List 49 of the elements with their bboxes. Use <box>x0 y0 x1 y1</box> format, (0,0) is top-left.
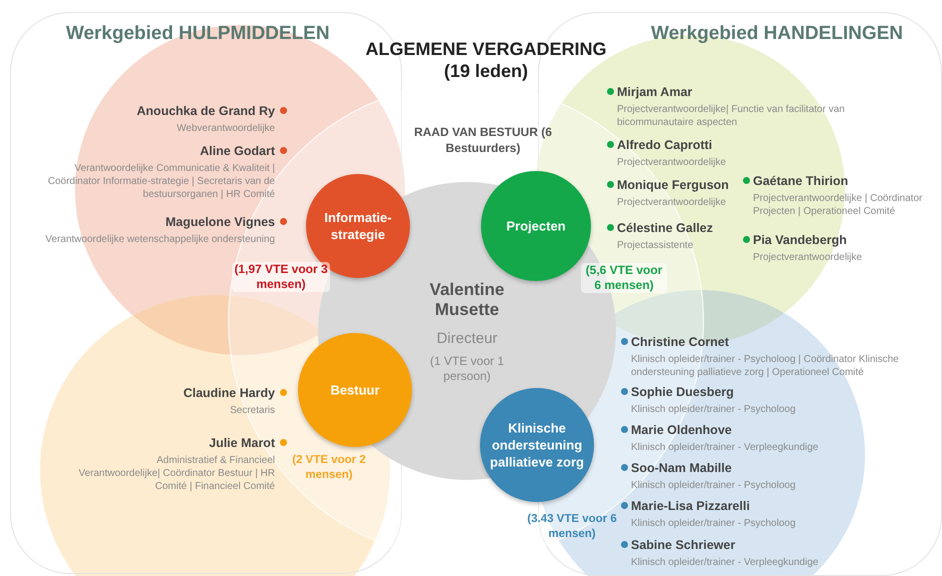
person-name: Maguelone Vignes <box>165 215 275 229</box>
person-name: Marie-Lisa Pizzarelli <box>631 499 750 513</box>
fte-note: (2 VTE voor 2 mensen) <box>292 453 366 483</box>
fte-note: (1 VTE voor 1 persoon) <box>428 354 506 384</box>
fte-note: (3.43 VTE voor 6 mensen) <box>526 512 618 542</box>
person-name: Sabine Schriewer <box>631 538 736 552</box>
person-name: Soo-Nam Mabille <box>631 461 732 475</box>
person-name: Claudine Hardy <box>183 386 275 400</box>
panel-heading: Werkgebied HULPMIDDELEN <box>66 23 330 45</box>
panel-heading: Werkgebied HANDELINGEN <box>651 23 903 45</box>
department-name: Klinische ondersteuning palliatieve zorg <box>489 420 585 470</box>
director-name: Valentine Musette <box>428 280 506 320</box>
job-title: Verantwoordelijke Communicatie & Kwaliteit | Coördinator Informatie-strategie | Secretaris van de bestuursorganen | HR Comité <box>46 162 275 201</box>
job-title: Projectverantwoordelijke| Functie van facilitator van bicommunautaire aspecten <box>617 103 846 129</box>
job-title: Klinisch opleider/trainer - Verpleegkundige <box>631 441 820 454</box>
person-name: Mirjam Amar <box>617 85 692 99</box>
job-title: Webverantwoordelijke <box>176 122 275 135</box>
job-title: Projectverantwoordelijke <box>617 156 727 169</box>
person-name: Pia Vandebergh <box>753 233 847 247</box>
job-title: Klinisch opleider/trainer - Psycholoog <box>631 479 797 492</box>
job-title: Klinisch opleider/trainer - Verpleegkundige <box>631 556 820 569</box>
job-title: Projectverantwoordelijke <box>753 251 863 264</box>
job-title: Projectverantwoordelijke | Coördinator Projecten | Operationeel Comité <box>753 192 924 218</box>
fte-note: (1,97 VTE voor 3 mensen) <box>232 262 330 292</box>
job-title: Klinisch opleider/trainer - Psycholoog | Coördinator Klinische ondersteuning palliatieve zorg | Operationeel Comité <box>631 353 900 379</box>
job-title: Klinisch opleider/trainer - Psycholoog <box>631 403 797 416</box>
assembly-heading: ALGEMENE VERGADERING (19 leden) <box>364 38 608 82</box>
board-heading: RAAD VAN BESTUUR (6 Bestuurders) <box>413 124 553 156</box>
department-name: Projecten <box>505 218 567 234</box>
fte-note: (5,6 VTE voor 6 mensen) <box>581 263 667 293</box>
department-name: Informatie- strategie <box>323 209 393 243</box>
person-name: Christine Cornet <box>631 335 729 349</box>
person-name: Monique Ferguson <box>617 178 729 192</box>
job-title: Klinisch opleider/trainer - Psycholoog <box>631 517 797 530</box>
job-title: Projectassistente <box>617 239 694 252</box>
person-name: Julie Marot <box>209 436 275 450</box>
job-title: Secretaris <box>228 404 275 417</box>
person-name: Célestine Gallez <box>617 221 713 235</box>
person-name: Gaétane Thirion <box>753 174 848 188</box>
job-title: Projectverantwoordelijke <box>617 196 727 209</box>
person-name: Anouchka de Grand Ry <box>136 104 275 118</box>
job-title: Directeur <box>436 330 498 347</box>
job-title: Administratief & Financieel Verantwoordelijke| Coördinator Bestuur | HR Comité | Financieel Comité <box>78 454 275 493</box>
job-title: Verantwoordelijke wetenschappelijke ondersteuning <box>44 233 275 246</box>
person-name: Aline Godart <box>200 144 275 158</box>
person-name: Marie Oldenhove <box>631 423 732 437</box>
department-name: Bestuur <box>329 382 381 398</box>
person-name: Sophie Duesberg <box>631 385 734 399</box>
person-name: Alfredo Caprotti <box>617 138 712 152</box>
